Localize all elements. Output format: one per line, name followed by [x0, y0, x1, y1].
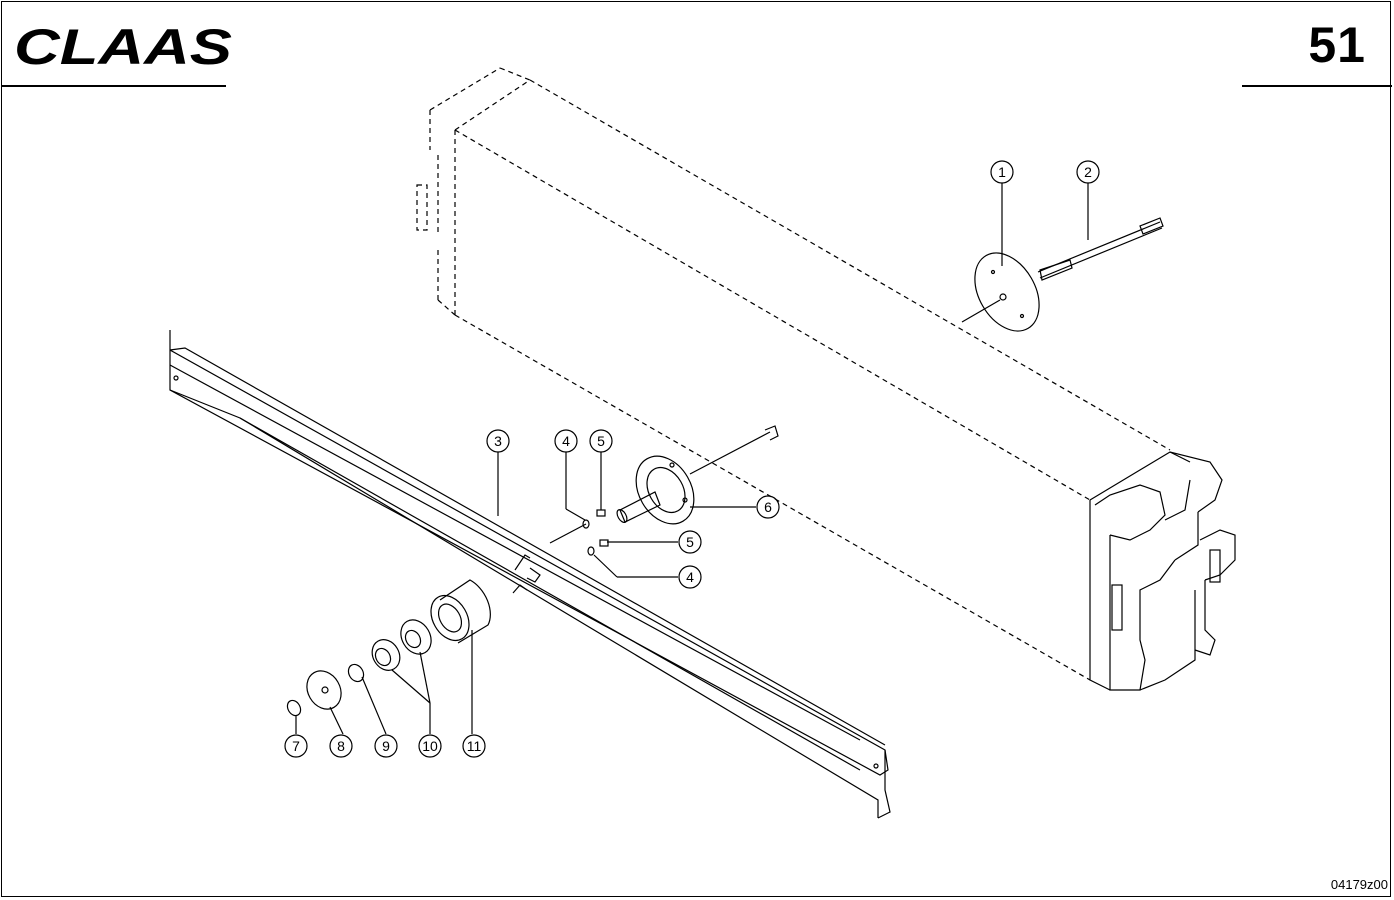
callout-5-bottom: 5	[678, 530, 702, 554]
callout-label: 3	[494, 433, 502, 449]
callout-10: 10	[418, 734, 442, 758]
brand-logo: CLAAS	[14, 20, 232, 70]
callout-label: 5	[597, 433, 605, 449]
callout-8: 8	[329, 734, 353, 758]
drawing-id: 04179z00	[1330, 877, 1388, 892]
callout-label: 10	[422, 738, 438, 754]
callout-4-top: 4	[554, 429, 578, 453]
callout-9: 9	[374, 734, 398, 758]
callout-label: 4	[562, 433, 570, 449]
leader-lines	[295, 183, 1089, 735]
callout-11: 11	[462, 734, 486, 758]
part-3-rail	[169, 330, 891, 819]
page-number: 51	[1308, 17, 1366, 73]
part-6-flange-shaft	[616, 425, 779, 525]
callout-label: 5	[686, 534, 694, 550]
header-rule-left	[1, 85, 226, 87]
housing-outline	[416, 67, 1236, 691]
callout-2: 2	[1076, 160, 1100, 184]
parts-4-5-fasteners	[549, 509, 609, 556]
callout-7: 7	[284, 734, 308, 758]
callout-6: 6	[756, 495, 780, 519]
callout-1: 1	[990, 160, 1014, 184]
callout-label: 6	[764, 499, 772, 515]
part-1-disc	[961, 252, 1040, 332]
callout-label: 1	[998, 164, 1006, 180]
callout-4-bottom: 4	[678, 565, 702, 589]
brand-logo-text: CLAAS	[14, 20, 232, 70]
callout-label: 7	[292, 738, 300, 754]
header-rule-right	[1242, 85, 1392, 87]
part-2-bolt	[1037, 217, 1164, 281]
callout-label: 4	[686, 569, 694, 585]
callout-3: 3	[486, 429, 510, 453]
callout-label: 11	[467, 738, 482, 754]
parts-7-11-bearing-stack	[286, 579, 491, 717]
callout-label: 9	[382, 738, 390, 754]
callout-label: 8	[337, 738, 345, 754]
callout-label: 2	[1084, 164, 1092, 180]
callout-5-top: 5	[589, 429, 613, 453]
